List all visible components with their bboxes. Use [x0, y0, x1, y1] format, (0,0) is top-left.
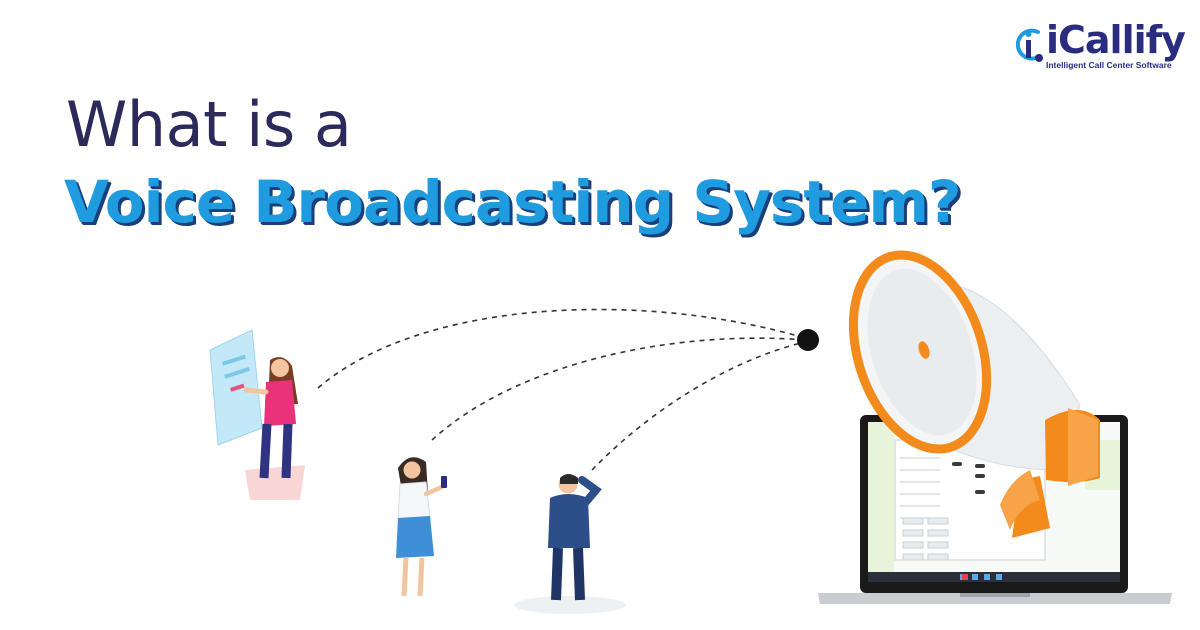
signal-dot-icon — [797, 329, 819, 351]
megaphone-icon — [848, 250, 1100, 538]
page-title-line1: What is a — [66, 88, 352, 161]
woman-with-phone-icon — [396, 457, 447, 597]
brand-name: iCallify — [1046, 18, 1186, 62]
headset-icon — [1015, 28, 1043, 62]
brand-tagline: Intelligent Call Center Software — [1046, 60, 1172, 70]
brand-logo: iCallify Intelligent Call Center Softwar… — [1012, 18, 1186, 74]
woman-with-tablet-icon — [243, 357, 298, 479]
page-title-line2: Voice Broadcasting System? — [64, 168, 962, 236]
man-on-phone-icon — [514, 474, 626, 614]
signal-paths — [317, 308, 806, 471]
